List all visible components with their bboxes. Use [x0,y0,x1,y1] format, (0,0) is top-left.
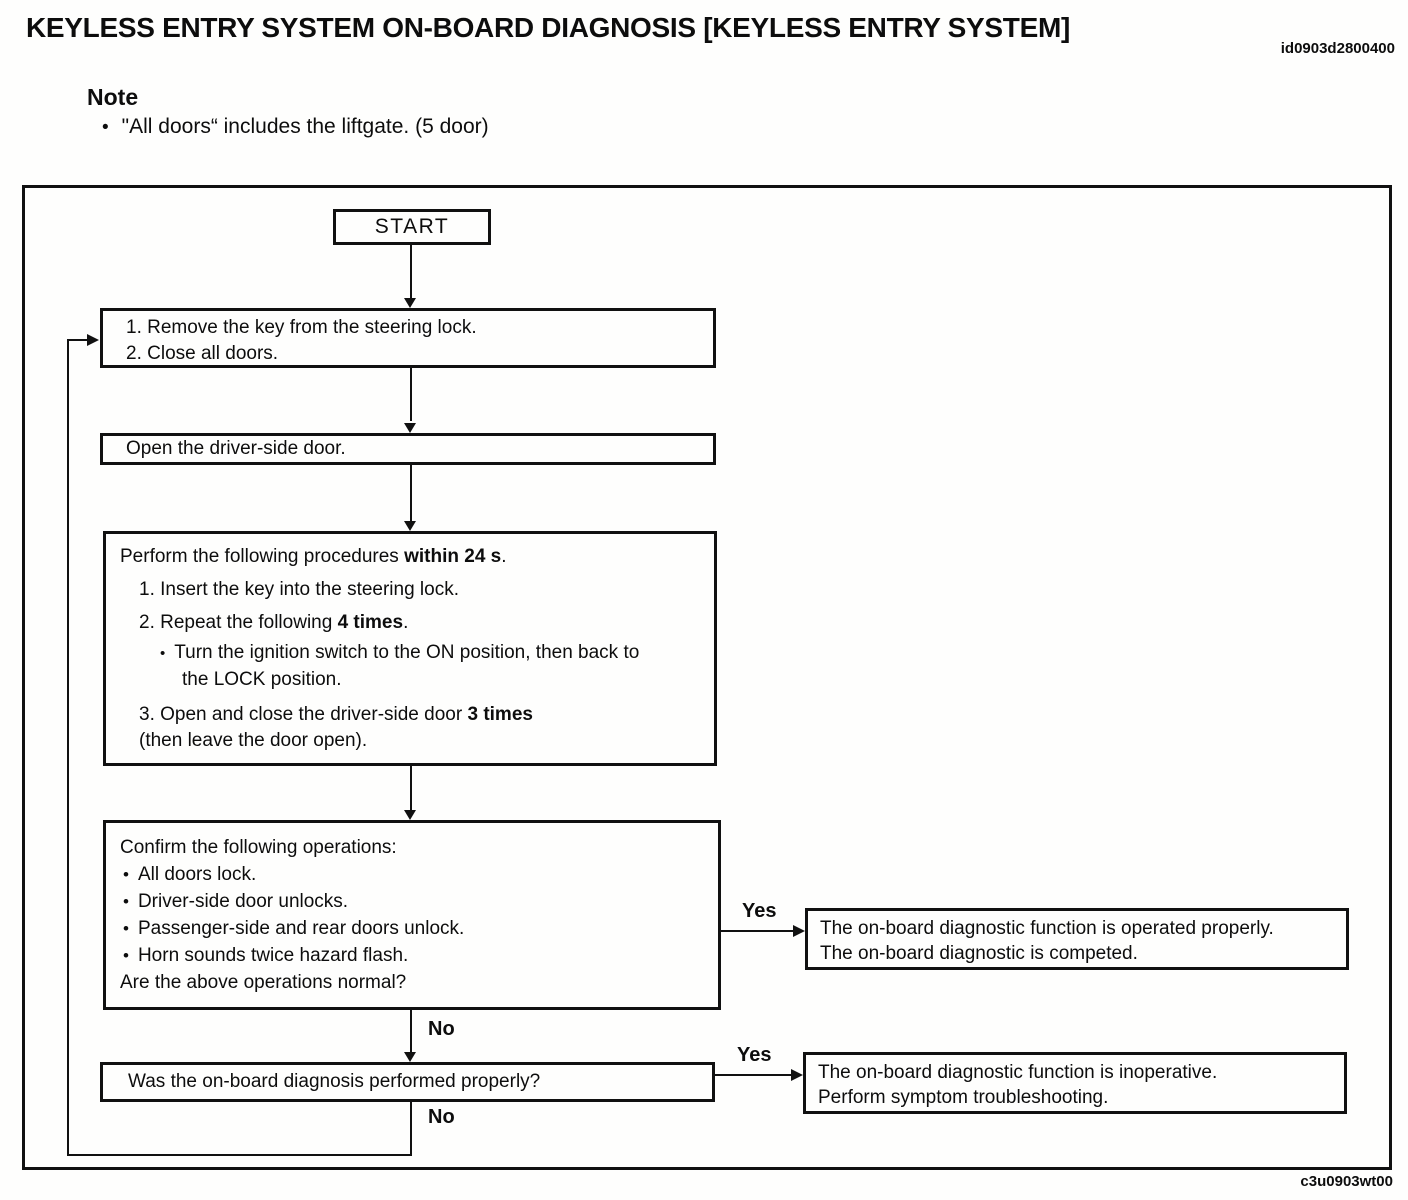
step4-bullet2-text: Driver-side door unlocks. [137,891,349,912]
flow-step-5: Was the on-board diagnosis performed pro… [100,1062,715,1102]
step4-bullet1-text: All doors lock. [137,864,257,885]
result-fail-line1: The on-board diagnostic function is inop… [818,1062,1218,1083]
arrow-down-icon [404,810,416,820]
step4-bullet4: • Horn sounds twice hazard flash. [123,942,708,969]
connector-step2-step3 [410,465,412,521]
flowchart: START 1. Remove the key from the steerin… [22,185,1392,1170]
step3-item3: 3. Open and close the driver-side door 3… [139,702,702,728]
step3-item2-text: 2. Repeat the following [139,612,338,633]
flow-result-fail: The on-board diagnostic function is inop… [803,1052,1347,1114]
bullet-icon: • [123,892,129,911]
connector-step5-resultno [715,1074,792,1076]
yes-label: Yes [734,1044,775,1067]
flow-step-3: Perform the following procedures within … [103,531,717,766]
bullet-icon: • [123,946,129,965]
connector-start-step1 [410,245,412,298]
step3-item2: 2. Repeat the following 4 times. [139,610,702,636]
doc-id: id0903d2800400 [1280,40,1395,57]
page-title: KEYLESS ENTRY SYSTEM ON-BOARD DIAGNOSIS … [26,12,1070,43]
step4-bullet2: • Driver-side door unlocks. [123,888,708,915]
arrow-down-icon [404,1052,416,1062]
no-label: No [425,1106,458,1129]
feedback-line-bottom [67,1154,412,1156]
step1-line2: 2. Close all doors. [126,343,279,364]
feedback-line-top [67,339,88,341]
flow-result-ok: The on-board diagnostic function is oper… [805,908,1349,970]
note-text: "All doors“ includes the liftgate. (5 do… [121,115,489,138]
result-ok-line1: The on-board diagnostic function is oper… [820,918,1274,939]
step4-bullet3-text: Passenger-side and rear doors unlock. [137,918,465,939]
step1-line1: 1. Remove the key from the steering lock… [126,317,477,338]
connector-step5-no-down [410,1102,412,1156]
bullet-icon: • [160,645,166,662]
yes-label: Yes [739,900,780,923]
step3-item3-text: 3. Open and close the driver-side door [139,704,468,725]
step3-item3-bold: 3 times [467,704,533,725]
arrow-down-icon [404,521,416,531]
step3-intro-text: Perform the following procedures [120,546,405,567]
step5-text: Was the on-board diagnosis performed pro… [128,1071,541,1092]
arrow-down-icon [404,298,416,308]
flow-step-1: 1. Remove the key from the steering lock… [100,308,716,368]
bullet-icon: • [123,865,129,884]
note-item: • "All doors“ includes the liftgate. (5 … [102,115,489,139]
flow-step-start: START [333,209,491,245]
bullet-icon: • [123,919,129,938]
step4-intro: Confirm the following operations: [120,837,397,858]
arrow-right-icon [87,334,99,346]
connector-step1-step2 [410,368,412,421]
step3-subitem-line1: Turn the ignition switch to the ON posit… [174,642,640,663]
step4-bullet4-text: Horn sounds twice hazard flash. [137,945,409,966]
step3-intro: Perform the following procedures within … [120,544,702,570]
step3-subitem-line2: the LOCK position. [182,669,342,690]
step3-intro-period: . [501,546,507,567]
feedback-line-left [67,340,69,1156]
arrow-right-icon [791,1069,803,1081]
flow-step-2: Open the driver-side door. [100,433,716,465]
start-label: START [374,215,450,238]
step3-item3-line2: (then leave the door open). [139,730,368,751]
step4-question: Are the above operations normal? [120,972,407,993]
step3-item2-bold: 4 times [337,612,404,633]
step3-item2-period: . [403,612,409,633]
note-label: Note [87,84,139,110]
flow-step-4: Confirm the following operations: • All d… [103,820,721,1010]
step3-subitem: • Turn the ignition switch to the ON pos… [160,640,702,667]
bullet-icon: • [102,117,109,138]
figure-id: c3u0903wt00 [1300,1173,1393,1190]
step4-bullet1: • All doors lock. [123,861,708,888]
no-label: No [425,1018,458,1041]
connector-step3-step4 [410,766,412,810]
connector-step4-step5 [410,1010,412,1052]
arrow-down-icon [404,423,416,433]
result-fail-line2: Perform symptom troubleshooting. [818,1087,1109,1108]
arrow-right-icon [793,925,805,937]
step4-bullet3: • Passenger-side and rear doors unlock. [123,915,708,942]
step3-intro-bold: within 24 s [404,546,502,567]
result-ok-line2: The on-board diagnostic is competed. [820,943,1138,964]
connector-step4-resultyes [721,930,794,932]
step2-text: Open the driver-side door. [126,438,346,459]
step3-item1: 1. Insert the key into the steering lock… [139,579,460,600]
